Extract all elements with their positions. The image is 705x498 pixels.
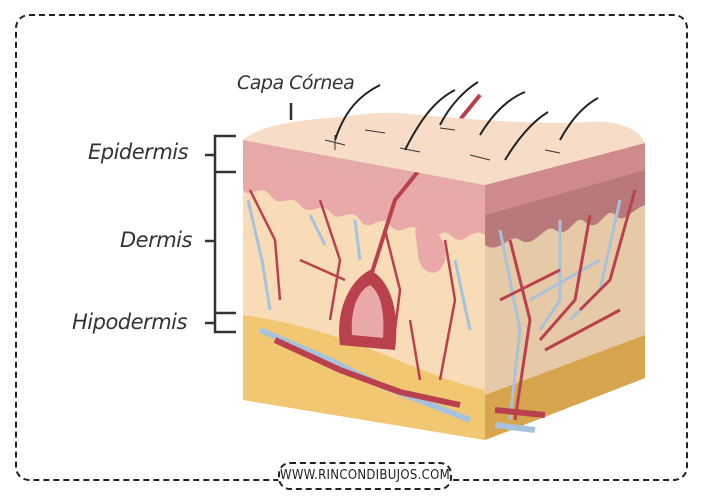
hipodermis-label: Hipodermis bbox=[72, 310, 201, 334]
skin-surface bbox=[243, 81, 645, 185]
dermis-label: Dermis bbox=[120, 228, 206, 252]
capa-cornea-label: Capa Córnea bbox=[237, 72, 369, 94]
website-footer: WWW.RINCONDIBUJOS.COM bbox=[278, 462, 452, 490]
epidermis-label: Epidermis bbox=[88, 140, 203, 164]
layer-brackets bbox=[205, 103, 293, 334]
block-front-face bbox=[243, 93, 485, 440]
block-right-face bbox=[485, 143, 645, 440]
